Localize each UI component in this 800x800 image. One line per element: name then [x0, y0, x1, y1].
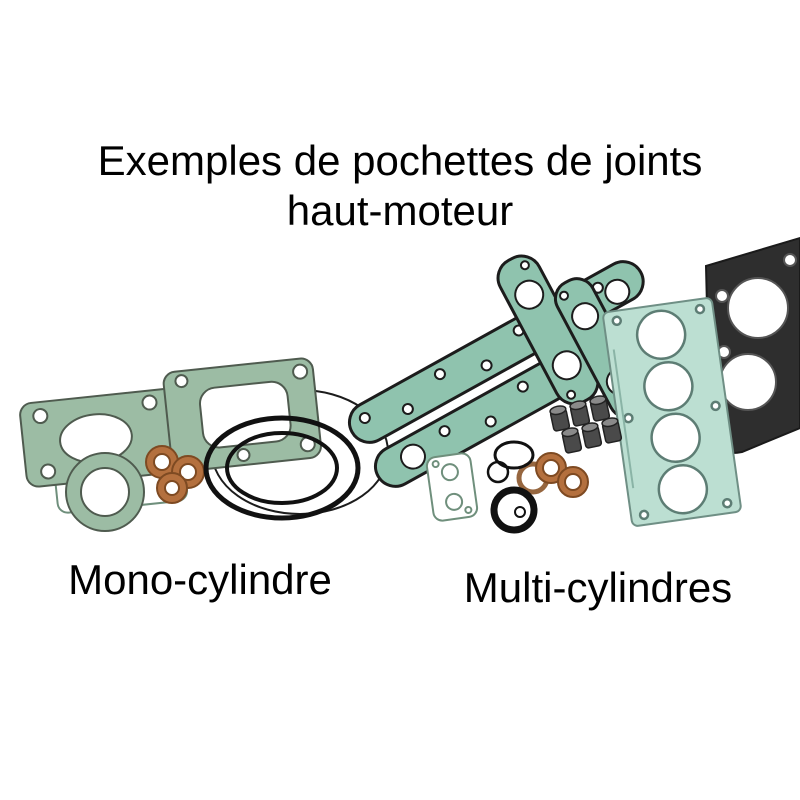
label-multi-cylindres: Multi-cylindres [463, 564, 733, 611]
title-line-2: haut-moteur [286, 186, 514, 234]
mono-round-gasket [65, 452, 145, 532]
mono-cylinder-kit [19, 357, 389, 532]
multi-cylinder-kit [347, 236, 800, 534]
metal-head-gasket [704, 236, 800, 454]
small-gasket [425, 452, 479, 522]
page-title: Exemples de pochettes de joints haut-mot… [0, 136, 800, 235]
mono-base-gasket [19, 357, 322, 488]
mono-o-rings [203, 415, 361, 521]
label-mono-cylindre: Mono-cylindre [68, 556, 332, 603]
mono-copper-washers [145, 445, 205, 504]
title-line-1: Exemples de pochettes de joints [97, 137, 703, 184]
head-gasket-sheet [602, 297, 742, 527]
oil-seal [490, 486, 538, 534]
small-o-rings [486, 440, 535, 484]
cam-gasket-1 [496, 254, 600, 406]
valve-stem-seals [549, 395, 623, 454]
multi-copper-washers [516, 452, 589, 498]
